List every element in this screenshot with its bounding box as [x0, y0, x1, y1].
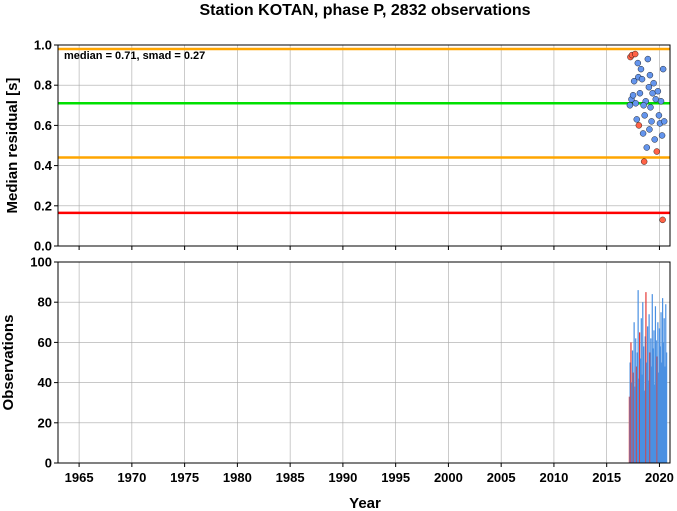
x-tick-label: 2010	[539, 470, 568, 485]
residual-point	[648, 118, 655, 125]
residual-point	[654, 88, 662, 95]
x-tick-label: 1970	[117, 470, 146, 485]
top-y-tick-label: 0.6	[34, 118, 52, 133]
top-y-axis-ticks: 0.0 0.2 0.4 0.6 0.8 1.0	[34, 38, 58, 254]
bottom-panel-observations: 0 20 40 60 80 100 1965 1970 1975 1980 1985 1990 199…	[0, 246, 674, 511]
x-tick-label: 1975	[170, 470, 199, 485]
residual-point	[640, 158, 648, 165]
x-tick-label: 1985	[276, 470, 305, 485]
bottom-y-tick-label: 100	[30, 255, 52, 270]
x-tick-label: 2020	[645, 470, 674, 485]
bottom-y-tick-label: 60	[38, 335, 52, 350]
residual-point	[655, 112, 663, 119]
residual-point	[651, 136, 658, 143]
residual-point	[636, 90, 644, 97]
residual-point	[633, 116, 640, 123]
residual-point	[637, 65, 645, 73]
x-tick-label: 1980	[223, 470, 252, 485]
x-axis-ticks: 1965 1970 1975 1980 1985 1990 1995 2000 2005 2010…	[65, 246, 674, 485]
bottom-y-axis-ticks: 0 20 40 60 80 100	[30, 255, 58, 471]
x-axis-label: Year	[349, 495, 381, 511]
x-tick-label: 2015	[592, 470, 621, 485]
residual-point	[647, 104, 654, 111]
top-y-tick-label: 1.0	[34, 38, 52, 53]
residual-point	[658, 132, 666, 139]
residual-point	[657, 98, 665, 105]
residual-point	[640, 102, 647, 109]
residual-point	[641, 112, 648, 119]
x-tick-label: 1965	[65, 470, 94, 485]
residual-point	[646, 126, 653, 133]
top-plot-frame	[57, 44, 671, 247]
bottom-y-tick-label: 40	[38, 375, 52, 390]
top-y-tick-label: 0.4	[34, 158, 53, 173]
bottom-grid	[58, 261, 670, 464]
residual-point	[631, 50, 639, 58]
residual-point	[646, 71, 654, 79]
residual-point	[659, 65, 667, 73]
top-y-tick-label: 0.0	[34, 239, 52, 254]
residual-point	[653, 148, 661, 155]
x-tick-label: 1990	[328, 470, 357, 485]
residual-point	[626, 102, 634, 109]
top-y-axis-label: Median residual [s]	[4, 78, 21, 214]
residual-point	[644, 55, 652, 63]
top-y-tick-label: 0.8	[34, 78, 52, 93]
residual-point	[638, 75, 646, 83]
bottom-y-tick-label: 80	[38, 295, 52, 310]
x-tick-label: 2005	[487, 470, 516, 485]
chart-title: Station KOTAN, phase P, 2832 observation…	[199, 2, 530, 19]
x-tick-label: 2000	[434, 470, 463, 485]
residual-point	[660, 118, 668, 125]
top-y-tick-label: 0.2	[34, 198, 52, 213]
residual-point	[634, 59, 642, 67]
residual-point	[659, 216, 666, 224]
top-scatter-points	[626, 50, 668, 224]
residual-point	[643, 144, 650, 151]
bottom-plot-frame	[57, 261, 671, 464]
residual-point	[639, 130, 647, 137]
bottom-y-tick-label: 20	[38, 415, 52, 430]
residual-point	[629, 92, 637, 99]
top-grid	[58, 44, 670, 247]
bottom-bars	[628, 290, 668, 463]
residual-point	[632, 100, 639, 107]
top-panel-residuals: 0.0 0.2 0.4 0.6 0.8 1.0 median = 0.71, smad =…	[4, 38, 671, 254]
bottom-y-tick-label: 0	[45, 456, 52, 471]
residual-point	[650, 79, 657, 87]
bottom-y-axis-label: Observations	[0, 315, 17, 411]
residual-point	[635, 122, 643, 129]
residual-point	[645, 84, 653, 91]
top-reference-lines	[58, 47, 670, 215]
residual-point	[630, 77, 638, 85]
median-annotation: median = 0.71, smad = 0.27	[64, 50, 205, 62]
x-tick-label: 1995	[381, 470, 410, 485]
